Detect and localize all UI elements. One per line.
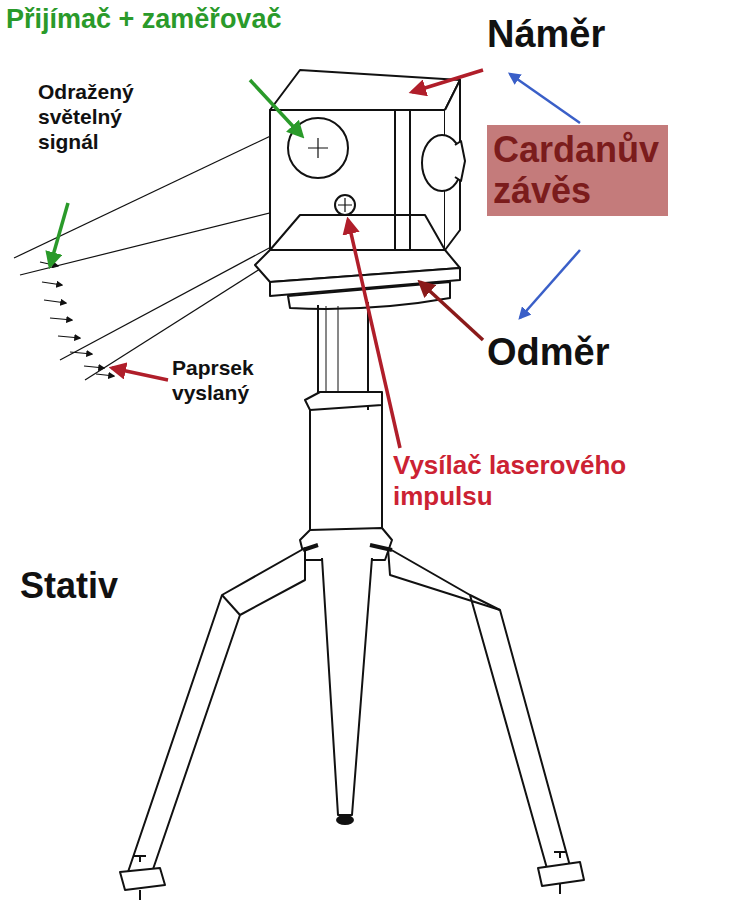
- node-text: Cardanův závěs: [493, 129, 659, 212]
- part-label: Stativ: [20, 565, 118, 607]
- part-label: Odražený světelný signál: [38, 80, 134, 154]
- part-label: Náměr: [487, 12, 605, 57]
- part-label: Paprsek vyslaný: [172, 356, 254, 406]
- part-label: Vysílač laserového impulsu: [393, 450, 668, 511]
- highlight-band: Cardanův závěs: [487, 125, 668, 216]
- part-label: Odměr: [487, 330, 609, 375]
- part-label: Přijímač + zaměřovač: [6, 4, 281, 36]
